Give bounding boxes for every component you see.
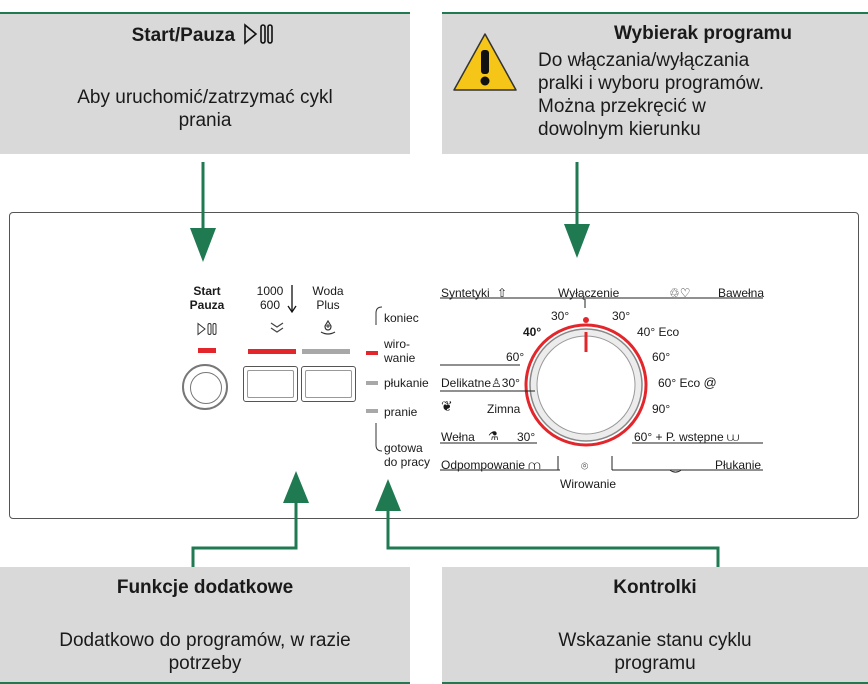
indicator-label-plukanie: płukanie bbox=[384, 376, 429, 390]
program-wirowanie[interactable]: Wirowanie bbox=[560, 477, 617, 491]
start-led bbox=[198, 348, 216, 353]
indicator-label-wirowanie: wiro- wanie bbox=[384, 337, 416, 365]
program-selector-callout-desc: Do włączania/wyłączania pralki i wyboru … bbox=[538, 50, 764, 140]
program-synth-40[interactable]: 40° bbox=[523, 325, 542, 339]
spin-speed-button[interactable] bbox=[243, 366, 298, 402]
spin-speed-icon bbox=[270, 322, 284, 333]
start-pause-label: Start Pauza bbox=[189, 284, 225, 312]
indicator-bracket bbox=[375, 306, 383, 452]
cotton-icon: ♲♡ bbox=[669, 286, 691, 300]
program-delikatne[interactable]: Delikatne♙30° bbox=[441, 376, 520, 390]
warning-icon bbox=[453, 33, 517, 91]
extra-functions-callout: Funkcje dodatkowe Dodatkowo do programów… bbox=[0, 567, 410, 684]
program-wool-30[interactable]: 30° bbox=[517, 430, 536, 444]
indicators-callout: Kontrolki Wskazanie stanu cyklu programu bbox=[442, 567, 868, 684]
led-rinse bbox=[366, 381, 378, 385]
indicator-label-koniec: koniec bbox=[384, 311, 419, 325]
program-welna[interactable]: Wełna bbox=[441, 430, 475, 444]
water-plus-label: Woda Plus bbox=[312, 284, 344, 312]
start-pause-callout: Start/Pauza Aby uruchomić/zatrzymać cykl… bbox=[0, 12, 410, 154]
program-odpompowanie[interactable]: Odpompowanie ⩋ bbox=[441, 458, 541, 472]
program-off[interactable]: Wyłączenie bbox=[558, 286, 620, 300]
program-cotton-40-eco[interactable]: 40° Eco bbox=[637, 325, 680, 339]
program-cotton-60[interactable]: 60° bbox=[652, 350, 671, 364]
program-selector-dial[interactable] bbox=[511, 310, 661, 460]
cold-wash-icon: ❦ bbox=[441, 398, 453, 414]
spin-led bbox=[248, 349, 296, 354]
program-cotton-90[interactable]: 90° bbox=[652, 402, 671, 416]
water-plus-icon bbox=[320, 320, 336, 335]
indicator-label-pranie: pranie bbox=[384, 405, 418, 419]
led-spin bbox=[366, 351, 378, 355]
program-cotton-30[interactable]: 30° bbox=[612, 309, 631, 323]
program-synth-30[interactable]: 30° bbox=[551, 309, 570, 323]
program-selector-callout: Wybierak programu Do włączania/wyłączani… bbox=[442, 12, 868, 154]
start-pause-symbol-icon bbox=[197, 322, 217, 336]
control-panel: Start Pauza 1000 600 Woda Plus bbox=[9, 212, 859, 519]
indicator-label-gotowa: gotowa do pracy bbox=[384, 441, 431, 469]
start-pause-callout-title: Start/Pauza bbox=[0, 23, 410, 47]
play-pause-icon bbox=[244, 23, 274, 45]
drain-icon: ⩋ bbox=[528, 458, 541, 472]
rinse-program-icon: ⏝ bbox=[670, 458, 682, 472]
program-plukanie[interactable]: Płukanie bbox=[715, 458, 762, 472]
program-bawelna[interactable]: Bawełna bbox=[718, 286, 765, 300]
program-zimna[interactable]: Zimna bbox=[487, 402, 521, 416]
spin-down-arrow-icon bbox=[287, 285, 297, 314]
program-cotton-60-eco[interactable]: 60° Eco @ bbox=[658, 375, 717, 391]
start-pause-button[interactable] bbox=[182, 364, 228, 410]
led-wash bbox=[366, 409, 378, 413]
program-synth-60[interactable]: 60° bbox=[506, 350, 525, 364]
program-prewash[interactable]: 60° + P. wstępne ⩊ bbox=[634, 430, 740, 444]
delicates-icon: ♙ bbox=[491, 376, 502, 390]
water-plus-led bbox=[302, 349, 350, 354]
water-plus-button[interactable] bbox=[301, 366, 356, 402]
synthetics-icon: ⇧ bbox=[497, 286, 508, 300]
wool-icon: ⚗ bbox=[488, 429, 499, 443]
program-syntetyki[interactable]: Syntetyki ⇧ bbox=[441, 286, 508, 300]
program-selector-callout-title: Wybierak programu bbox=[613, 23, 793, 44]
indicators-callout-title: Kontrolki bbox=[613, 577, 697, 598]
spin-speed-label: 1000 600 bbox=[256, 284, 284, 312]
indicators-callout-desc: Wskazanie stanu cyklu programu bbox=[558, 630, 752, 674]
start-pause-callout-desc: Aby uruchomić/zatrzymać cykl prania bbox=[77, 87, 333, 131]
eco-icon: @ bbox=[703, 375, 717, 390]
prewash-icon: ⩊ bbox=[727, 430, 740, 444]
extra-functions-callout-title: Funkcje dodatkowe bbox=[116, 577, 294, 598]
extra-functions-callout-desc: Dodatkowo do programów, w razie potrzeby bbox=[59, 630, 351, 674]
spin-program-icon: ⌾ bbox=[581, 459, 589, 473]
